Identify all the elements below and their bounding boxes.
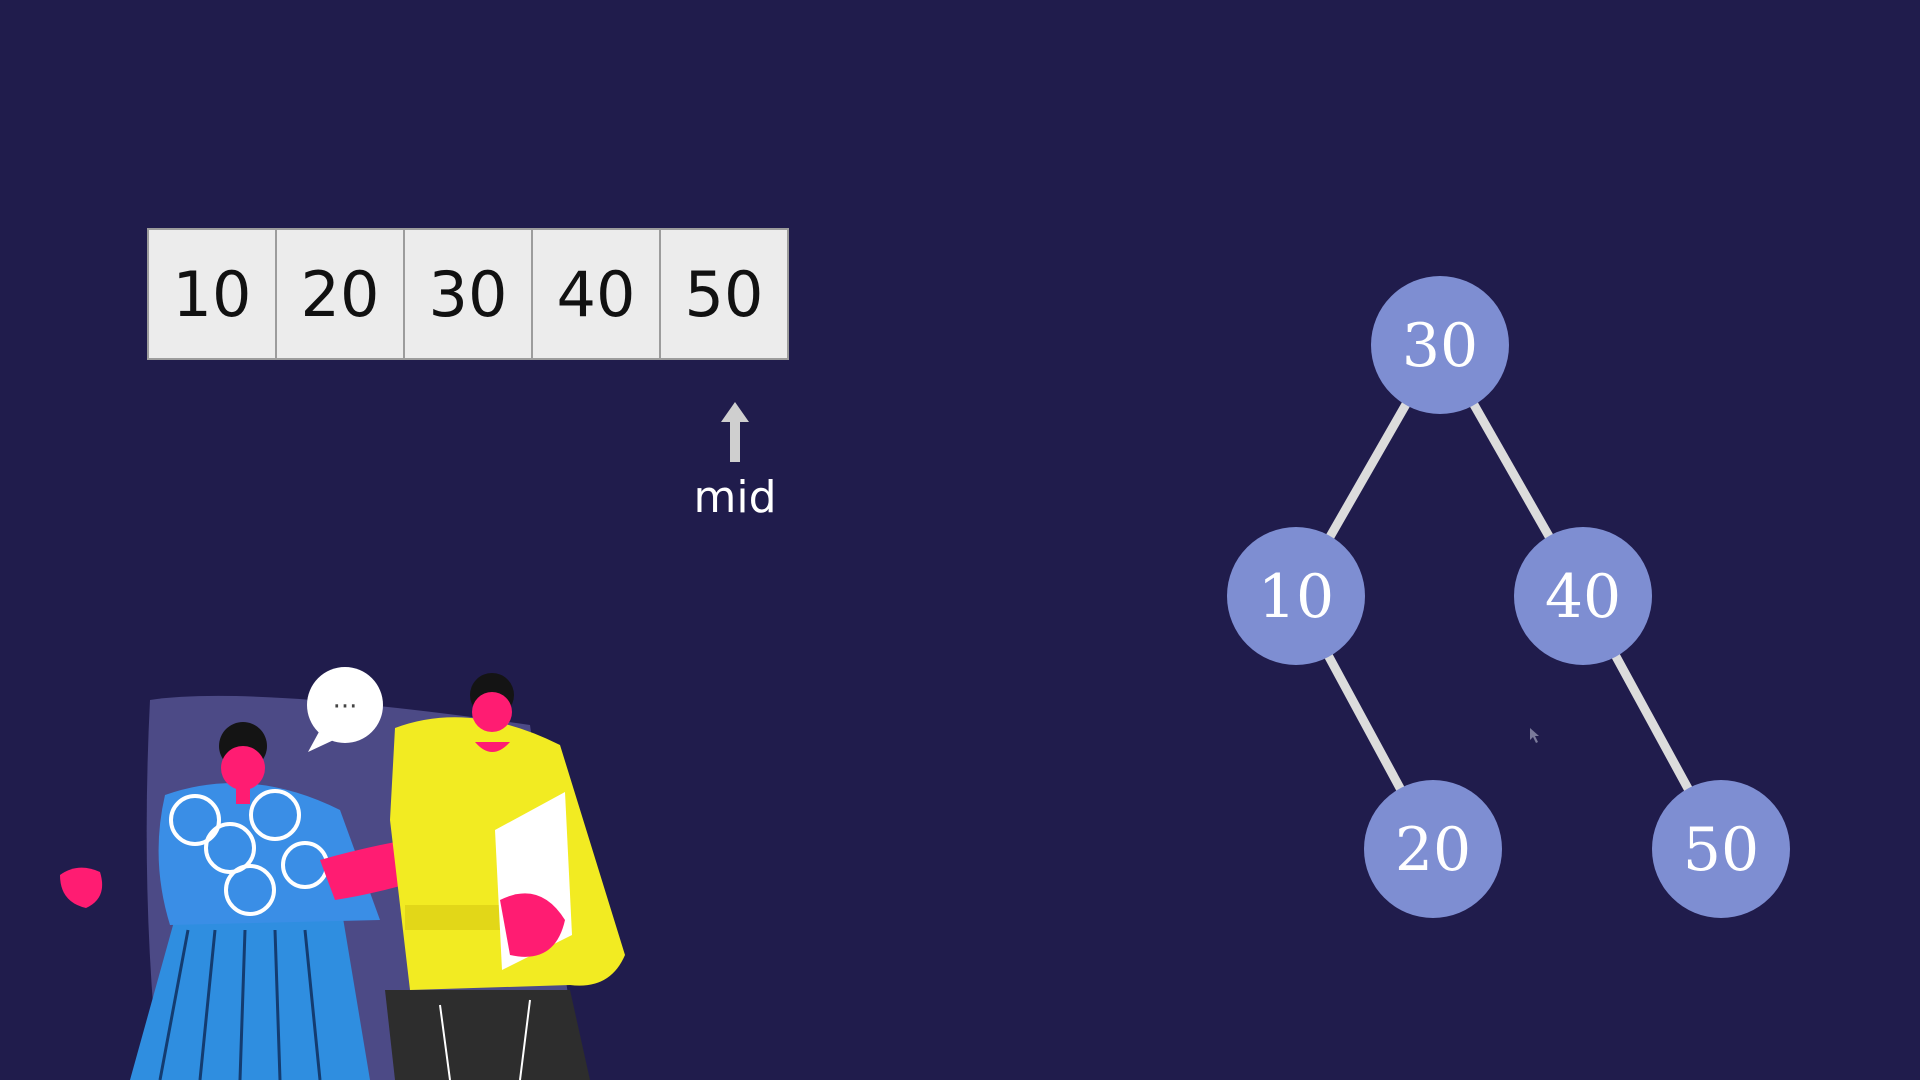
tree-node-circle bbox=[1227, 527, 1365, 665]
tree-edge-n30-n40 bbox=[1468, 399, 1555, 542]
tree-node-circle bbox=[1364, 780, 1502, 918]
people-illustration: ··· bbox=[60, 667, 625, 1080]
tree-node-label: 50 bbox=[1683, 815, 1759, 885]
array-cell-50: 50 bbox=[659, 228, 789, 360]
tree-node-40: 40 bbox=[1514, 527, 1652, 665]
tree-edge-n10-n20 bbox=[1322, 651, 1407, 794]
svg-text:···: ··· bbox=[333, 692, 358, 722]
tree-node-50: 50 bbox=[1652, 780, 1790, 918]
array-row: 10 20 30 40 50 bbox=[147, 228, 789, 360]
tree-node-10: 10 bbox=[1227, 527, 1365, 665]
mid-pointer: mid bbox=[675, 402, 795, 523]
tree-node-30: 30 bbox=[1371, 276, 1509, 414]
tree-edge-n30-n10 bbox=[1324, 399, 1412, 542]
tree-node-circle bbox=[1652, 780, 1790, 918]
tree-node-label: 20 bbox=[1395, 815, 1471, 885]
array-cell-20: 20 bbox=[275, 228, 405, 360]
mid-label: mid bbox=[693, 472, 777, 523]
array-cell-40: 40 bbox=[531, 228, 661, 360]
array-cell-10: 10 bbox=[147, 228, 277, 360]
tree-node-label: 10 bbox=[1258, 562, 1334, 632]
array-cell-30: 30 bbox=[403, 228, 533, 360]
up-arrow-icon bbox=[721, 402, 749, 462]
mouse-cursor-icon bbox=[1530, 728, 1539, 743]
tree-node-circle bbox=[1371, 276, 1509, 414]
tree-node-20: 20 bbox=[1364, 780, 1502, 918]
tree-node-label: 30 bbox=[1402, 311, 1478, 381]
tree-node-circle bbox=[1514, 527, 1652, 665]
tree-edge-n40-n50 bbox=[1610, 650, 1694, 795]
tree-node-label: 40 bbox=[1545, 562, 1621, 632]
